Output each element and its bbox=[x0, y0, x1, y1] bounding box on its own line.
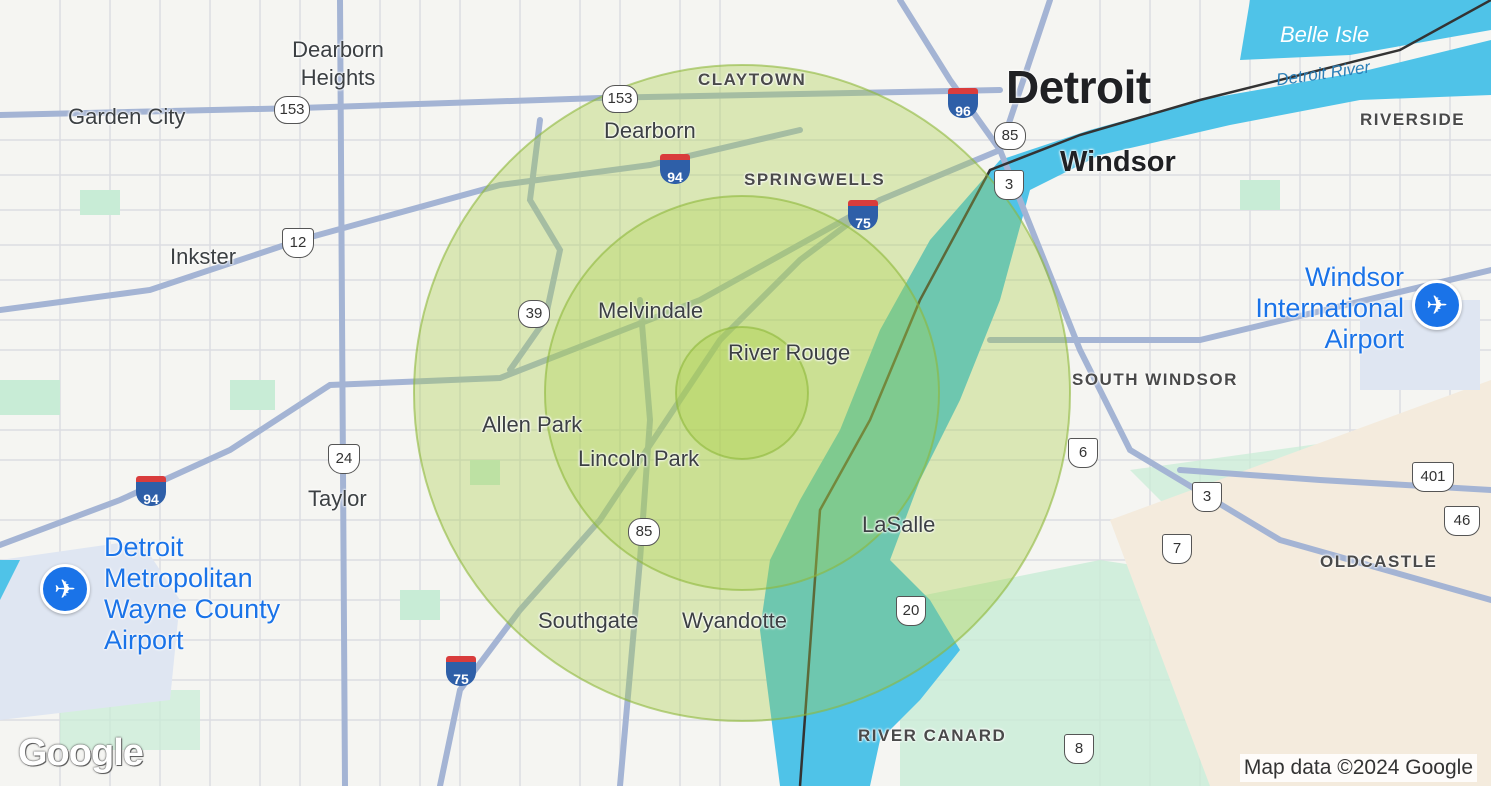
airport-icon[interactable]: ✈ bbox=[1412, 280, 1462, 330]
route-39-shield: 39 bbox=[518, 300, 550, 328]
interstate-94-shield: 94 bbox=[660, 154, 690, 185]
label-lasalle: LaSalle bbox=[862, 512, 936, 537]
label-garden-city: Garden City bbox=[68, 104, 186, 129]
label-southgate: Southgate bbox=[538, 608, 639, 633]
us-12-shield: 12 bbox=[282, 228, 314, 258]
label-springwells: SPRINGWELLS bbox=[744, 170, 886, 189]
route-85-shield: 85 bbox=[994, 122, 1026, 150]
highway-8-shield: 8 bbox=[1064, 734, 1094, 764]
label-river-rouge: River Rouge bbox=[728, 340, 851, 365]
label-dearborn: Dearborn bbox=[604, 118, 696, 143]
highway-46-shield: 46 bbox=[1444, 506, 1480, 536]
radius-ring-inner bbox=[675, 326, 809, 460]
label-melvindale: Melvindale bbox=[598, 298, 704, 323]
railway bbox=[798, 0, 1491, 786]
us-24-shield: 24 bbox=[328, 444, 360, 474]
highway-6-shield: 6 bbox=[1068, 438, 1098, 468]
radius-ring-outer bbox=[413, 64, 1071, 722]
highway-7-shield: 7 bbox=[1162, 534, 1192, 564]
highway-3-shield: 3 bbox=[1192, 482, 1222, 512]
label-river-canard: RIVER CANARD bbox=[858, 726, 1007, 745]
route-153-shield: 153 bbox=[274, 96, 310, 124]
label-claytown: CLAYTOWN bbox=[698, 70, 807, 89]
label-windsor: Windsor bbox=[1060, 146, 1176, 178]
label-riverside: RIVERSIDE bbox=[1360, 110, 1466, 129]
route-153-shield: 153 bbox=[602, 85, 638, 113]
radius-rings bbox=[413, 64, 1071, 722]
label-south-windsor: SOUTH WINDSOR bbox=[1072, 370, 1238, 389]
label-belle-isle: Belle Isle bbox=[1280, 22, 1370, 47]
highway-401-shield: 401 bbox=[1412, 462, 1454, 492]
label-detroit-airport[interactable]: Detroit Metropolitan Wayne County Airpor… bbox=[104, 532, 281, 655]
route-85-shield: 85 bbox=[628, 518, 660, 546]
highway-3-shield: 3 bbox=[994, 170, 1024, 200]
label-allen-park: Allen Park bbox=[482, 412, 583, 437]
airport-icon[interactable]: ✈ bbox=[40, 564, 90, 614]
label-windsor-airport[interactable]: Windsor International Airport bbox=[1255, 262, 1404, 354]
highway-20-shield: 20 bbox=[896, 596, 926, 626]
radius-ring-middle bbox=[544, 195, 940, 591]
interstate-96-shield: 96 bbox=[948, 88, 978, 119]
map-attribution[interactable]: Map data ©2024 Google bbox=[1239, 754, 1477, 782]
interstate-75-shield: 75 bbox=[848, 200, 878, 231]
label-detroit: Detroit bbox=[1006, 61, 1151, 113]
interstate-75-shield: 75 bbox=[446, 656, 476, 687]
label-wyandotte: Wyandotte bbox=[682, 608, 787, 633]
interstate-94-shield: 94 bbox=[136, 476, 166, 507]
label-dearborn-heights: Dearborn Heights bbox=[292, 37, 384, 90]
label-inkster: Inkster bbox=[170, 244, 237, 269]
label-taylor: Taylor bbox=[308, 486, 367, 511]
google-logo: Google bbox=[18, 732, 144, 774]
label-lincoln-park: Lincoln Park bbox=[578, 446, 700, 471]
label-oldcastle: OLDCASTLE bbox=[1320, 552, 1438, 571]
